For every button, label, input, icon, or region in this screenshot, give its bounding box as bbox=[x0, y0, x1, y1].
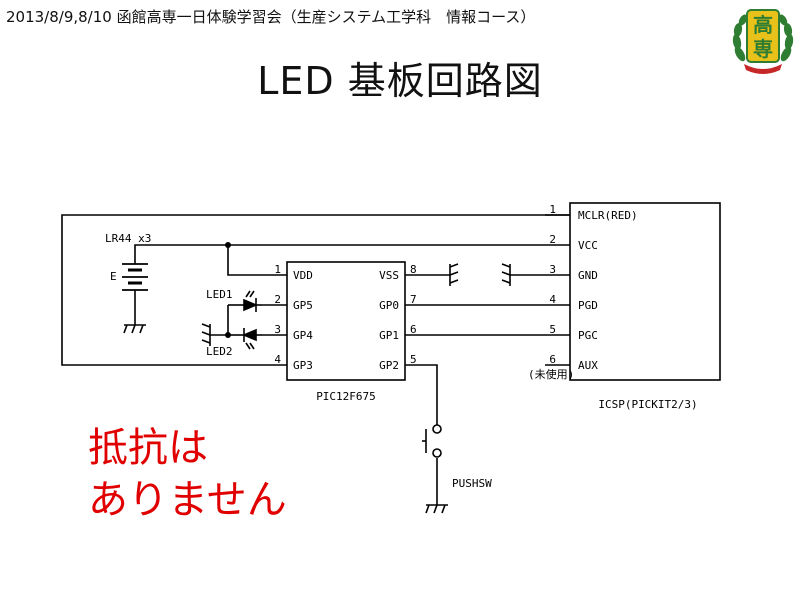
laurel-wreath-right bbox=[778, 14, 794, 62]
ic-right-pins: 8 VSS 7 GP0 6 GP1 5 GP2 bbox=[379, 263, 417, 372]
icsp-pin-label: PGC bbox=[578, 329, 598, 342]
ground-icon bbox=[123, 324, 146, 334]
ic-pin-label: GP0 bbox=[379, 299, 399, 312]
ic-pin-number: 1 bbox=[274, 263, 281, 276]
ground-icon bbox=[425, 504, 448, 514]
ic-pin-label: VSS bbox=[379, 269, 399, 282]
svg-text:専: 専 bbox=[753, 37, 773, 61]
icsp-pin-number: 1 bbox=[549, 203, 556, 216]
icsp-pin-label: VCC bbox=[578, 239, 598, 252]
led2-label: LED2 bbox=[206, 345, 233, 358]
wire-vdd bbox=[227, 245, 287, 276]
ground-icon bbox=[501, 263, 511, 286]
icsp-pin-number: 4 bbox=[549, 293, 556, 306]
icsp-pin-number: 2 bbox=[549, 233, 556, 246]
icsp-unused-note: (未使用) bbox=[528, 368, 574, 381]
icsp-pin-label: AUX bbox=[578, 359, 598, 372]
junction-dot bbox=[225, 242, 231, 248]
icsp-pins: 1 MCLR(RED) 2 VCC 3 GND 4 PGD 5 PGC 6 AUX bbox=[549, 203, 637, 372]
ic-left-pins: 1 VDD 2 GP5 3 GP4 4 GP3 bbox=[274, 263, 313, 372]
wire-gp2 bbox=[405, 364, 438, 425]
ic-pin-number: 6 bbox=[410, 323, 417, 336]
junction-dot bbox=[225, 332, 231, 338]
ic-pin-number: 4 bbox=[274, 353, 281, 366]
laurel-wreath-left bbox=[732, 14, 748, 62]
school-emblem-icon: 高 専 bbox=[732, 9, 794, 74]
ic-name-label: PIC12F675 bbox=[316, 390, 376, 403]
battery-label: LR44 x3 bbox=[105, 232, 151, 245]
ic-pin-label: GP1 bbox=[379, 329, 399, 342]
ic-pin-label: GP3 bbox=[293, 359, 313, 372]
ic-pin-label: GP2 bbox=[379, 359, 399, 372]
push-switch-icon bbox=[422, 424, 442, 458]
ic-pin-number: 5 bbox=[410, 353, 417, 366]
header-text: 2013/8/9,8/10 函館高専一日体験学習会（生産システム工学科 情報コー… bbox=[6, 8, 536, 26]
wire-mclr bbox=[61, 214, 570, 366]
slide-title: LED 基板回路図 bbox=[257, 59, 543, 103]
led1-label: LED1 bbox=[206, 288, 233, 301]
ground-icon bbox=[449, 263, 459, 286]
icsp-pin-number: 6 bbox=[549, 353, 556, 366]
note-line-1: 抵抗は bbox=[88, 425, 208, 471]
ic-pin-label: GP4 bbox=[293, 329, 313, 342]
wire-vcc bbox=[134, 244, 570, 264]
pic-ic-body bbox=[286, 261, 406, 381]
battery-symbol: E bbox=[110, 270, 117, 283]
ic-pin-label: GP5 bbox=[293, 299, 313, 312]
icsp-name-label: ICSP(PICKIT2/3) bbox=[598, 398, 697, 411]
ic-pin-label: VDD bbox=[293, 269, 313, 282]
led1-icon bbox=[243, 290, 262, 312]
led2-icon bbox=[241, 328, 262, 350]
icsp-pin-label: MCLR(RED) bbox=[578, 209, 638, 222]
note-line-2: ありません bbox=[88, 477, 287, 523]
battery-icon bbox=[122, 263, 148, 291]
icsp-connector-body bbox=[569, 202, 721, 381]
ground-icon bbox=[201, 323, 211, 346]
icsp-pin-label: PGD bbox=[578, 299, 598, 312]
ic-pin-number: 3 bbox=[274, 323, 281, 336]
ic-pin-number: 2 bbox=[274, 293, 281, 306]
pushsw-label: PUSHSW bbox=[452, 477, 492, 490]
note-no-resistors: 抵抗は ありません bbox=[88, 422, 287, 526]
ic-pin-number: 7 bbox=[410, 293, 417, 306]
icsp-pin-label: GND bbox=[578, 269, 598, 282]
icsp-pin-number: 5 bbox=[549, 323, 556, 336]
svg-text:高: 高 bbox=[753, 13, 773, 37]
icsp-pin-number: 3 bbox=[549, 263, 556, 276]
ic-pin-number: 8 bbox=[410, 263, 417, 276]
